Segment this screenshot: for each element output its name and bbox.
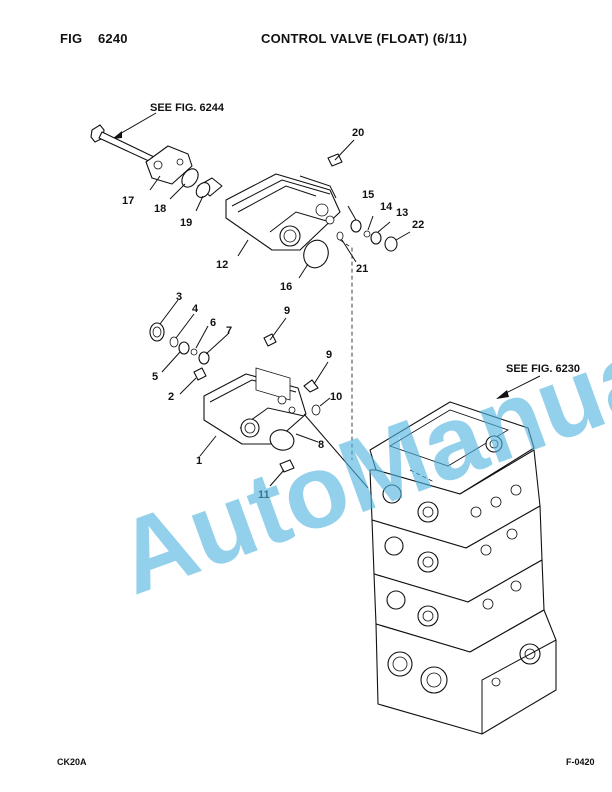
callout-8: 8 (318, 439, 324, 451)
callout-12: 12 (216, 259, 228, 271)
callout-9-upper: 9 (284, 305, 290, 317)
fitting-15 (350, 219, 362, 233)
spool-19 (195, 177, 223, 198)
callout-1: 1 (196, 455, 202, 467)
callout-17: 17 (122, 195, 134, 207)
screw-11 (279, 459, 295, 473)
callout-15: 15 (362, 189, 374, 201)
callout-10: 10 (330, 391, 342, 403)
screw-9b (303, 379, 319, 393)
see-fig-6230-arrowhead (496, 390, 509, 399)
plate-hole (153, 160, 163, 170)
see-fig-6244-arrowhead (112, 131, 122, 139)
plug-13 (370, 231, 382, 245)
see-fig-6230-label: SEE FIG. 6230 (506, 363, 580, 375)
callout-18: 18 (154, 203, 166, 215)
callout-5: 5 (152, 371, 158, 383)
valve-body-1 (203, 367, 307, 445)
o-ring-10 (311, 404, 321, 416)
see-fig-6230-arrow (503, 375, 541, 395)
callout-14: 14 (380, 201, 393, 213)
see-fig-6244-arrow (117, 112, 157, 136)
callout-9-lower: 9 (326, 349, 332, 361)
callout-19: 19 (180, 217, 192, 229)
fig-number: 6240 (98, 31, 128, 46)
callout-6: 6 (210, 317, 216, 329)
ball-6 (190, 348, 198, 356)
callout-7: 7 (226, 325, 232, 337)
o-ring-8 (269, 429, 295, 451)
leader-20 (334, 139, 355, 161)
callout-21: 21 (356, 263, 368, 275)
callout-3: 3 (176, 291, 182, 303)
callout-13: 13 (396, 207, 408, 219)
model-code: CK20A (57, 757, 87, 767)
o-ring-21 (336, 231, 344, 241)
o-ring-22 (384, 236, 398, 252)
o-ring-18 (181, 168, 199, 188)
page-code: F-0420 (566, 757, 595, 767)
fig-label: FIG (60, 31, 83, 46)
page-title: CONTROL VALVE (FLOAT) (6/11) (261, 31, 468, 46)
callout-20: 20 (352, 127, 364, 139)
bolt-part (90, 124, 155, 163)
ball-14 (363, 230, 371, 238)
valve-body-12 (225, 173, 341, 251)
callout-11: 11 (258, 489, 270, 501)
cover-plate-17 (145, 145, 193, 185)
callout-4: 4 (192, 303, 199, 315)
main-valve-block (369, 401, 557, 735)
see-fig-6244-label: SEE FIG. 6244 (150, 102, 225, 114)
callout-22: 22 (412, 219, 424, 231)
o-ring-16 (303, 239, 329, 269)
callout-16: 16 (280, 281, 292, 293)
callout-2: 2 (168, 391, 174, 403)
plate-hole (176, 158, 184, 166)
o-ring-4 (169, 336, 179, 348)
fitting-5 (178, 341, 190, 355)
screw-2 (193, 367, 207, 381)
spring-7 (198, 351, 210, 365)
